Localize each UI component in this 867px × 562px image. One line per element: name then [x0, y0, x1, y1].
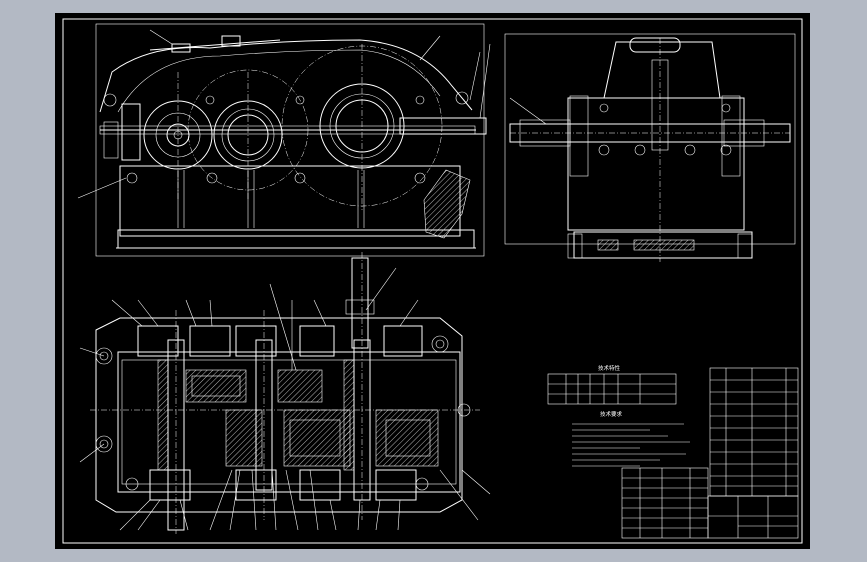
technical-requirements-notes: 技术要求	[572, 410, 690, 467]
notes-title: 技术要求	[600, 410, 623, 418]
technical-characteristics-table: 技术特性	[547, 364, 677, 405]
side-view	[504, 33, 796, 262]
tech-table-title: 技术特性	[598, 364, 621, 372]
parts-list-and-title-block	[621, 367, 799, 539]
front-view	[77, 23, 491, 257]
drawing-border	[62, 18, 803, 544]
plan-section-view	[79, 252, 491, 534]
